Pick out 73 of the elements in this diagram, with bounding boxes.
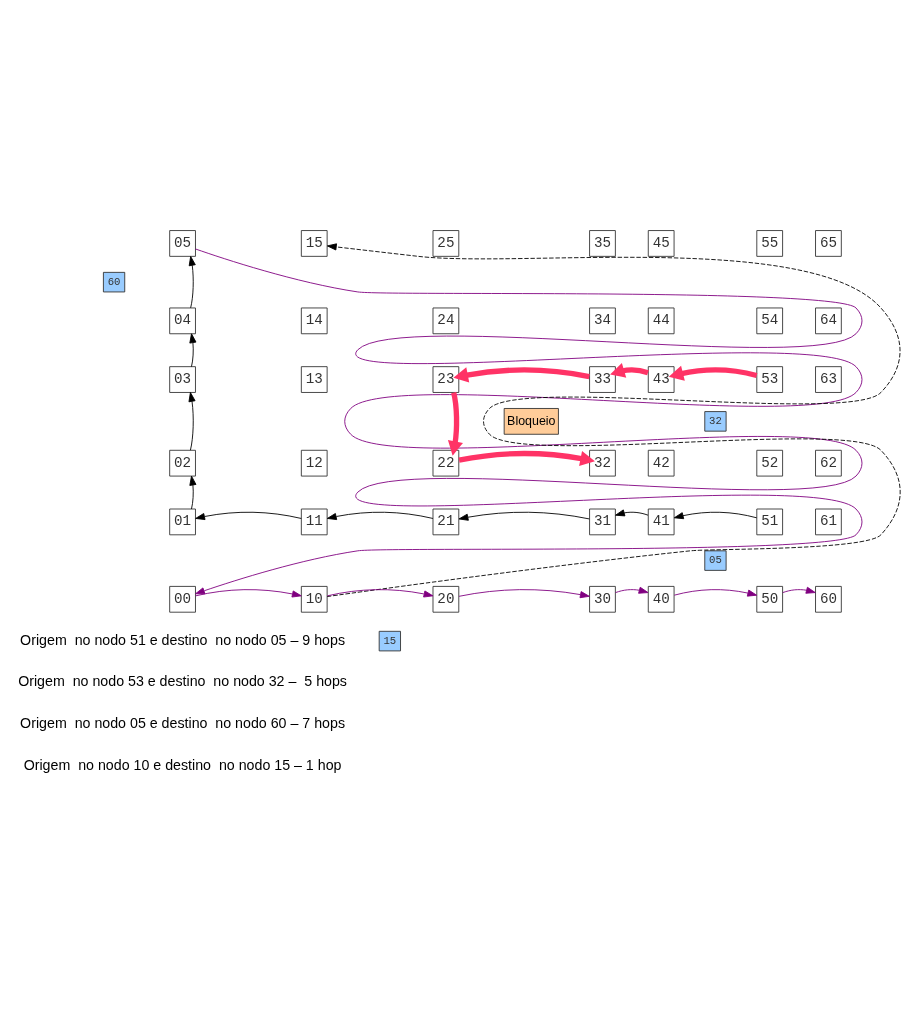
node-box: 44	[647, 307, 675, 334]
node-box: 24	[432, 307, 460, 334]
arrow	[458, 511, 590, 521]
arrow	[453, 366, 590, 382]
arrow	[615, 586, 649, 594]
node-box: 42	[647, 449, 675, 477]
arrow	[782, 586, 816, 594]
legend-label: Origem no nodo 05 e destino no nodo 60 – 7 hops	[20, 714, 346, 731]
node-box: 14	[300, 307, 328, 334]
node-box: 34	[589, 307, 616, 334]
node-box: 50	[756, 585, 784, 613]
node-box: 32	[704, 410, 727, 432]
node-box: 32	[589, 449, 616, 477]
node-box: 63	[815, 365, 842, 393]
node-box: 10	[300, 585, 328, 613]
node-box: 53	[756, 365, 784, 393]
legend-label: Origem no nodo 53 e destino no nodo 32 – 5 hops	[18, 672, 347, 689]
arrow	[668, 365, 758, 381]
arrow	[673, 588, 758, 597]
node-box: 61	[815, 508, 842, 535]
node-box: 35	[589, 229, 616, 257]
node-box: 02	[169, 449, 196, 477]
node-box: 55	[756, 229, 784, 257]
node-box: 64	[815, 307, 842, 334]
node-box: 01	[169, 508, 196, 535]
node-box: 51	[756, 508, 784, 535]
node-box: 65	[815, 229, 842, 257]
arrow	[673, 511, 758, 519]
node-box: Bloqueio	[503, 407, 559, 435]
node-box: 62	[815, 449, 842, 477]
legend-label: Origem no nodo 51 e destino no nodo 05 – 9 hops	[20, 630, 346, 647]
node-box: 43	[647, 365, 675, 393]
node-box: 11	[300, 508, 328, 535]
arrow	[610, 362, 649, 378]
node-box: 00	[169, 585, 196, 613]
node-box: 21	[432, 508, 460, 535]
arrow	[195, 511, 302, 520]
arrow	[326, 242, 901, 597]
node-box: 03	[169, 365, 196, 393]
arrow	[195, 248, 863, 594]
node-box: 45	[647, 229, 675, 257]
node-box: 60	[815, 585, 842, 613]
arrow	[188, 391, 196, 451]
node-box: 54	[756, 307, 784, 334]
node-box: 22	[432, 449, 460, 477]
node-box: 31	[589, 508, 616, 535]
node-box: 60	[102, 271, 126, 292]
arrow	[447, 391, 463, 456]
arrow	[195, 588, 302, 597]
node-box: 12	[300, 449, 328, 477]
arrow	[326, 588, 434, 597]
node-box: 40	[647, 585, 675, 613]
node-box: 41	[647, 508, 675, 535]
node-box: 05	[169, 229, 196, 257]
node-box: 25	[432, 229, 460, 257]
arrow	[615, 508, 649, 516]
node-box: 23	[432, 365, 460, 393]
node-box: 04	[169, 307, 196, 334]
node-box: 30	[589, 585, 616, 613]
node-box: 52	[756, 449, 784, 477]
node-box: 13	[300, 365, 328, 393]
arrow	[189, 332, 197, 367]
node-box: 15	[378, 630, 401, 651]
node-box: 20	[432, 585, 460, 613]
arrow	[458, 450, 595, 466]
node-box: 05	[704, 549, 727, 571]
arrow	[189, 475, 197, 509]
arrow	[326, 511, 434, 520]
legend-label: Origem no nodo 10 e destino no nodo 15 – 1 hop	[23, 756, 342, 773]
node-box: 33	[589, 365, 616, 393]
node-box: 15	[300, 229, 328, 257]
arrow	[458, 588, 590, 598]
arrow	[188, 255, 196, 308]
